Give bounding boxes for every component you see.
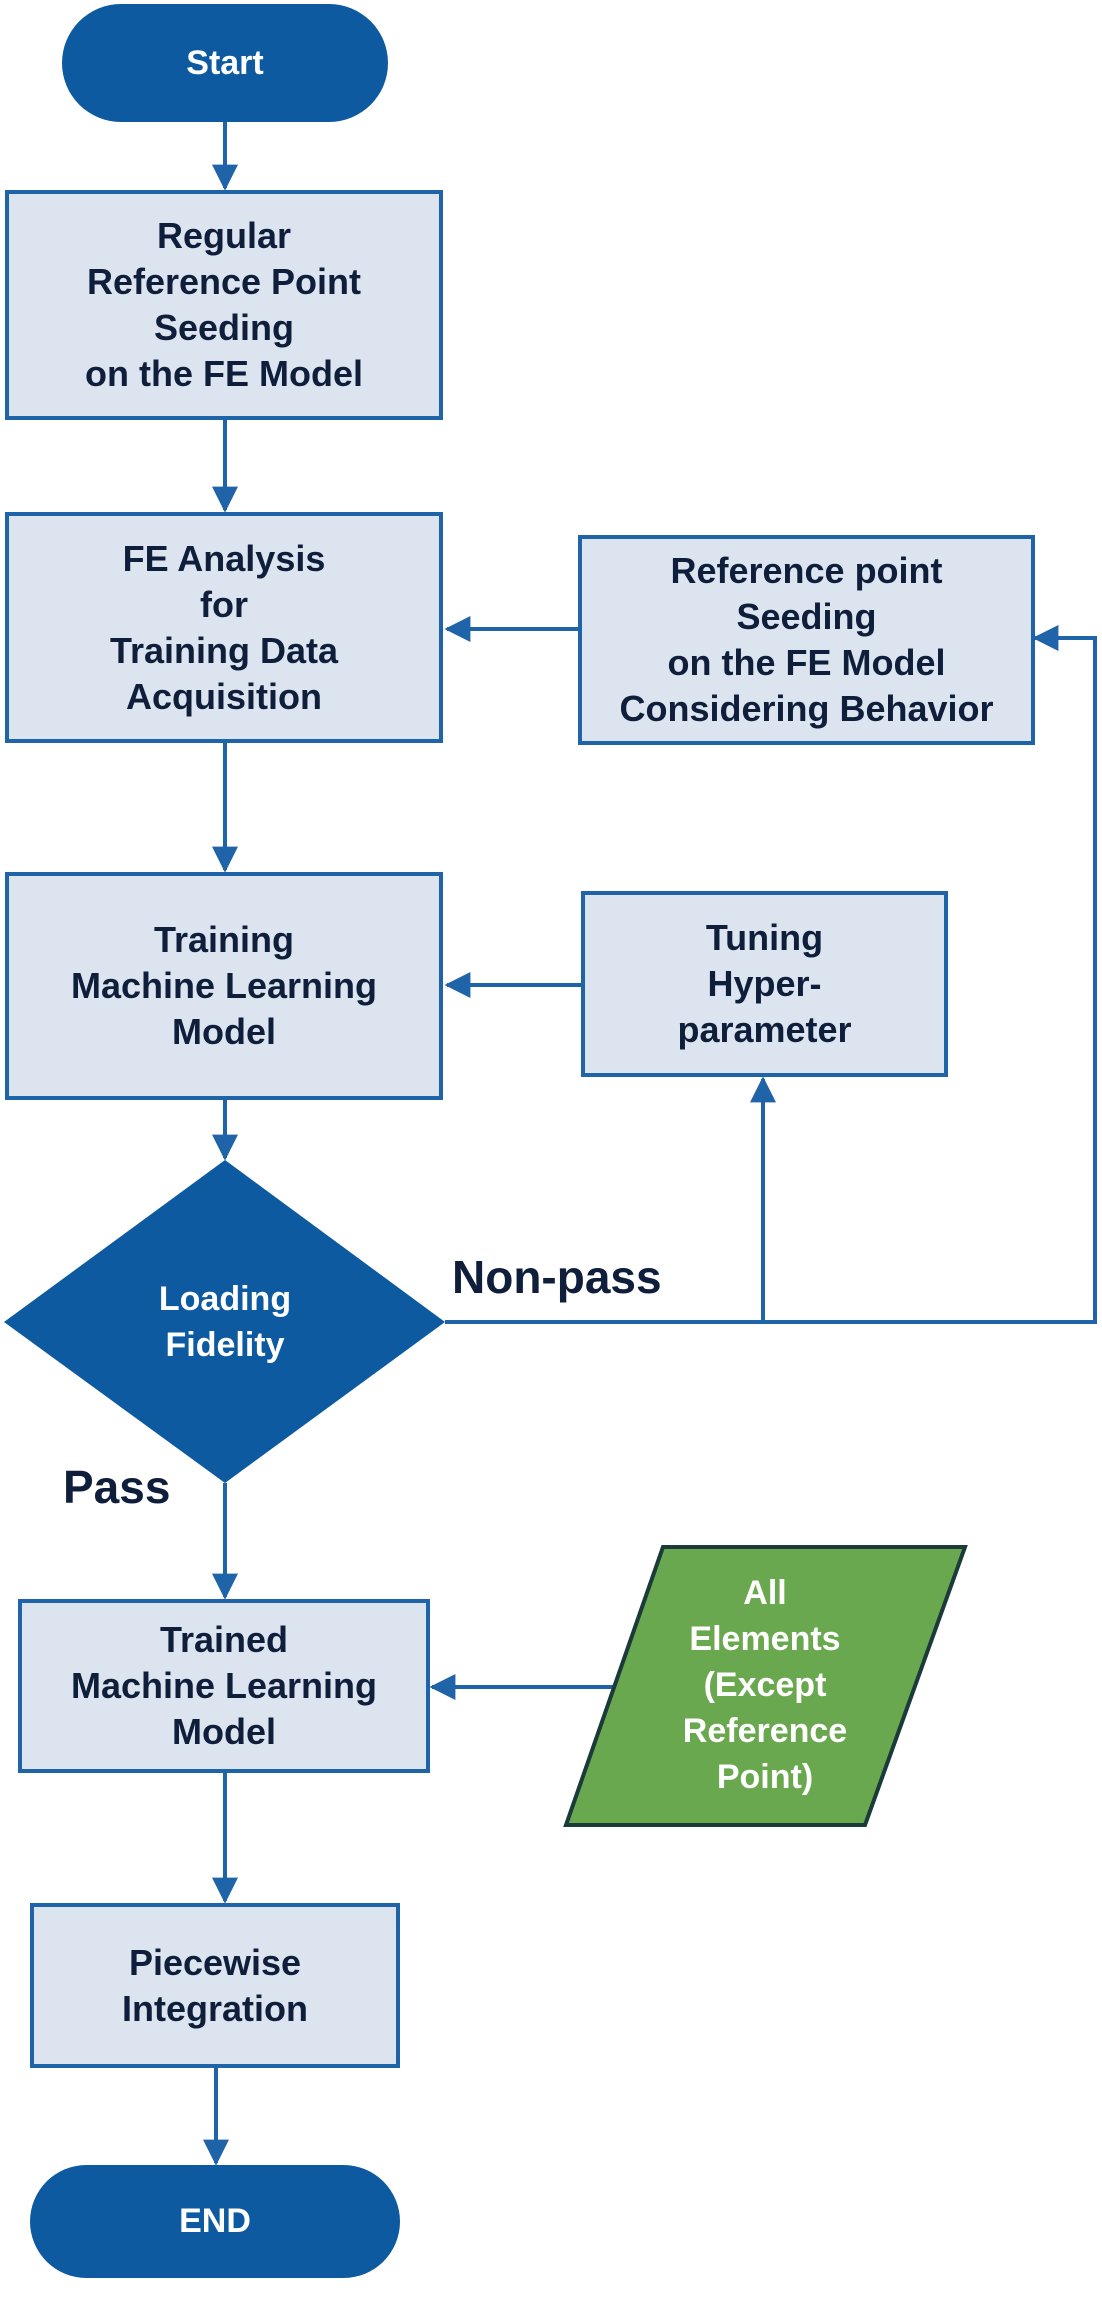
decision-diamond — [4, 1160, 445, 1483]
regular-seeding-box: Regular Reference Point Seeding on the F… — [5, 190, 443, 420]
tuning-line-1: Tuning — [705, 917, 824, 958]
piecewise-line-1: Piecewise — [128, 1941, 302, 1983]
non-pass-label: Non-pass — [452, 1251, 662, 1303]
behavior-seeding-line-1: Reference point — [670, 550, 943, 591]
all-elements-line-1: All — [743, 1574, 787, 1612]
all-elements-input: All Elements (Except Reference Point) — [640, 1565, 890, 1805]
regular-seeding-line-2: Reference Point — [86, 261, 362, 302]
regular-seeding-line-3: Seeding — [153, 307, 295, 348]
pass-label: Pass — [63, 1461, 171, 1513]
tuning-box: Tuning Hyper- parameter — [581, 891, 948, 1077]
training-model-line-3: Model — [172, 1011, 276, 1052]
fe-analysis-line-4: Acquisition — [126, 675, 322, 717]
input-parallelogram — [563, 1545, 968, 1827]
end-terminal: END — [30, 2165, 400, 2278]
trained-model-line-3: Model — [172, 1711, 276, 1752]
fe-analysis-line-1: FE Analysis — [122, 537, 326, 579]
start-label: Start — [186, 43, 264, 82]
piecewise-box: Piecewise Integration — [30, 1903, 400, 2068]
end-label: END — [179, 2202, 251, 2240]
tuning-line-3: parameter — [677, 1009, 852, 1050]
regular-seeding-line-4: on the FE Model — [85, 353, 363, 394]
regular-seeding-line-1: Regular — [156, 215, 292, 256]
start-terminal: Start — [62, 4, 388, 122]
behavior-seeding-line-2: Seeding — [736, 596, 877, 637]
fe-analysis-box: FE Analysis for Training Data Acquisitio… — [5, 512, 443, 743]
fe-analysis-line-3: Training Data — [109, 629, 339, 671]
all-elements-line-3: (Except — [703, 1666, 827, 1704]
behavior-seeding-line-4: Considering Behavior — [619, 688, 994, 729]
trained-model-box: Trained Machine Learning Model — [18, 1599, 430, 1773]
all-elements-line-5: Point) — [716, 1758, 814, 1796]
all-elements-line-2: Elements — [689, 1620, 841, 1658]
piecewise-line-2: Integration — [122, 1987, 308, 2029]
fe-analysis-line-2: for — [200, 583, 248, 625]
training-model-line-2: Machine Learning — [70, 965, 378, 1006]
all-elements-line-4: Reference — [682, 1712, 848, 1750]
trained-model-line-2: Machine Learning — [70, 1665, 378, 1706]
training-model-line-1: Training — [153, 919, 294, 960]
training-model-box: Training Machine Learning Model — [5, 872, 443, 1100]
decision-line-2: Fidelity — [165, 1326, 285, 1364]
edge-decision-to-behavior-seeding — [763, 625, 1097, 1324]
behavior-seeding-line-3: on the FE Model — [667, 642, 946, 683]
trained-model-line-1: Trained — [159, 1619, 289, 1660]
behavior-seeding-box: Reference point Seeding on the FE Model … — [578, 535, 1035, 745]
decision-line-1: Loading — [158, 1280, 292, 1318]
decision-loading-fidelity: Loading Fidelity — [100, 1272, 350, 1372]
tuning-line-2: Hyper- — [707, 963, 822, 1004]
